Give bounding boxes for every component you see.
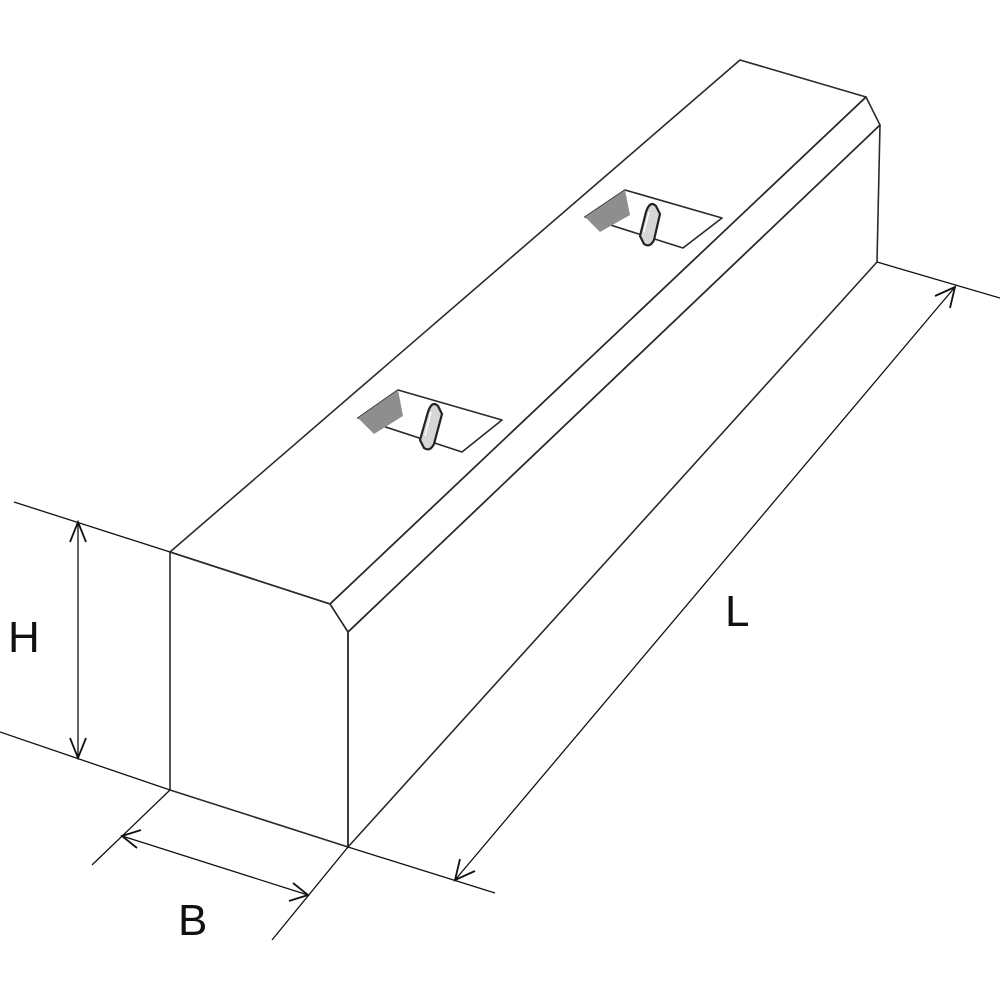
extension-line-far	[876, 261, 1000, 299]
arrow-head-icon	[69, 737, 87, 761]
height-label: H	[8, 613, 40, 662]
concrete-block	[169, 59, 881, 848]
dimension-width: B	[91, 789, 349, 945]
lifting-pocket-near	[357, 389, 503, 453]
arrow-head-icon	[453, 858, 476, 882]
dimension-height: H	[0, 501, 171, 791]
width-label: B	[178, 896, 207, 945]
extension-line-left	[91, 789, 171, 866]
arrow-head-icon	[934, 285, 957, 309]
arrow-head-icon	[120, 829, 142, 849]
dimension-line-length	[454, 286, 956, 881]
length-label: L	[725, 587, 749, 636]
extension-line-right	[271, 846, 349, 941]
arrow-head-icon	[69, 519, 87, 543]
lifting-pocket-far	[584, 189, 723, 249]
extension-line-top	[13, 501, 171, 553]
extension-line-bottom	[0, 731, 171, 791]
arrow-head-icon	[288, 882, 310, 902]
dimension-line-width	[121, 835, 309, 896]
dimension-length: L	[347, 261, 1000, 894]
block-top-face	[169, 59, 867, 605]
extension-line-near	[347, 846, 496, 894]
block-front-face	[169, 551, 349, 848]
block-side-face	[347, 124, 881, 848]
